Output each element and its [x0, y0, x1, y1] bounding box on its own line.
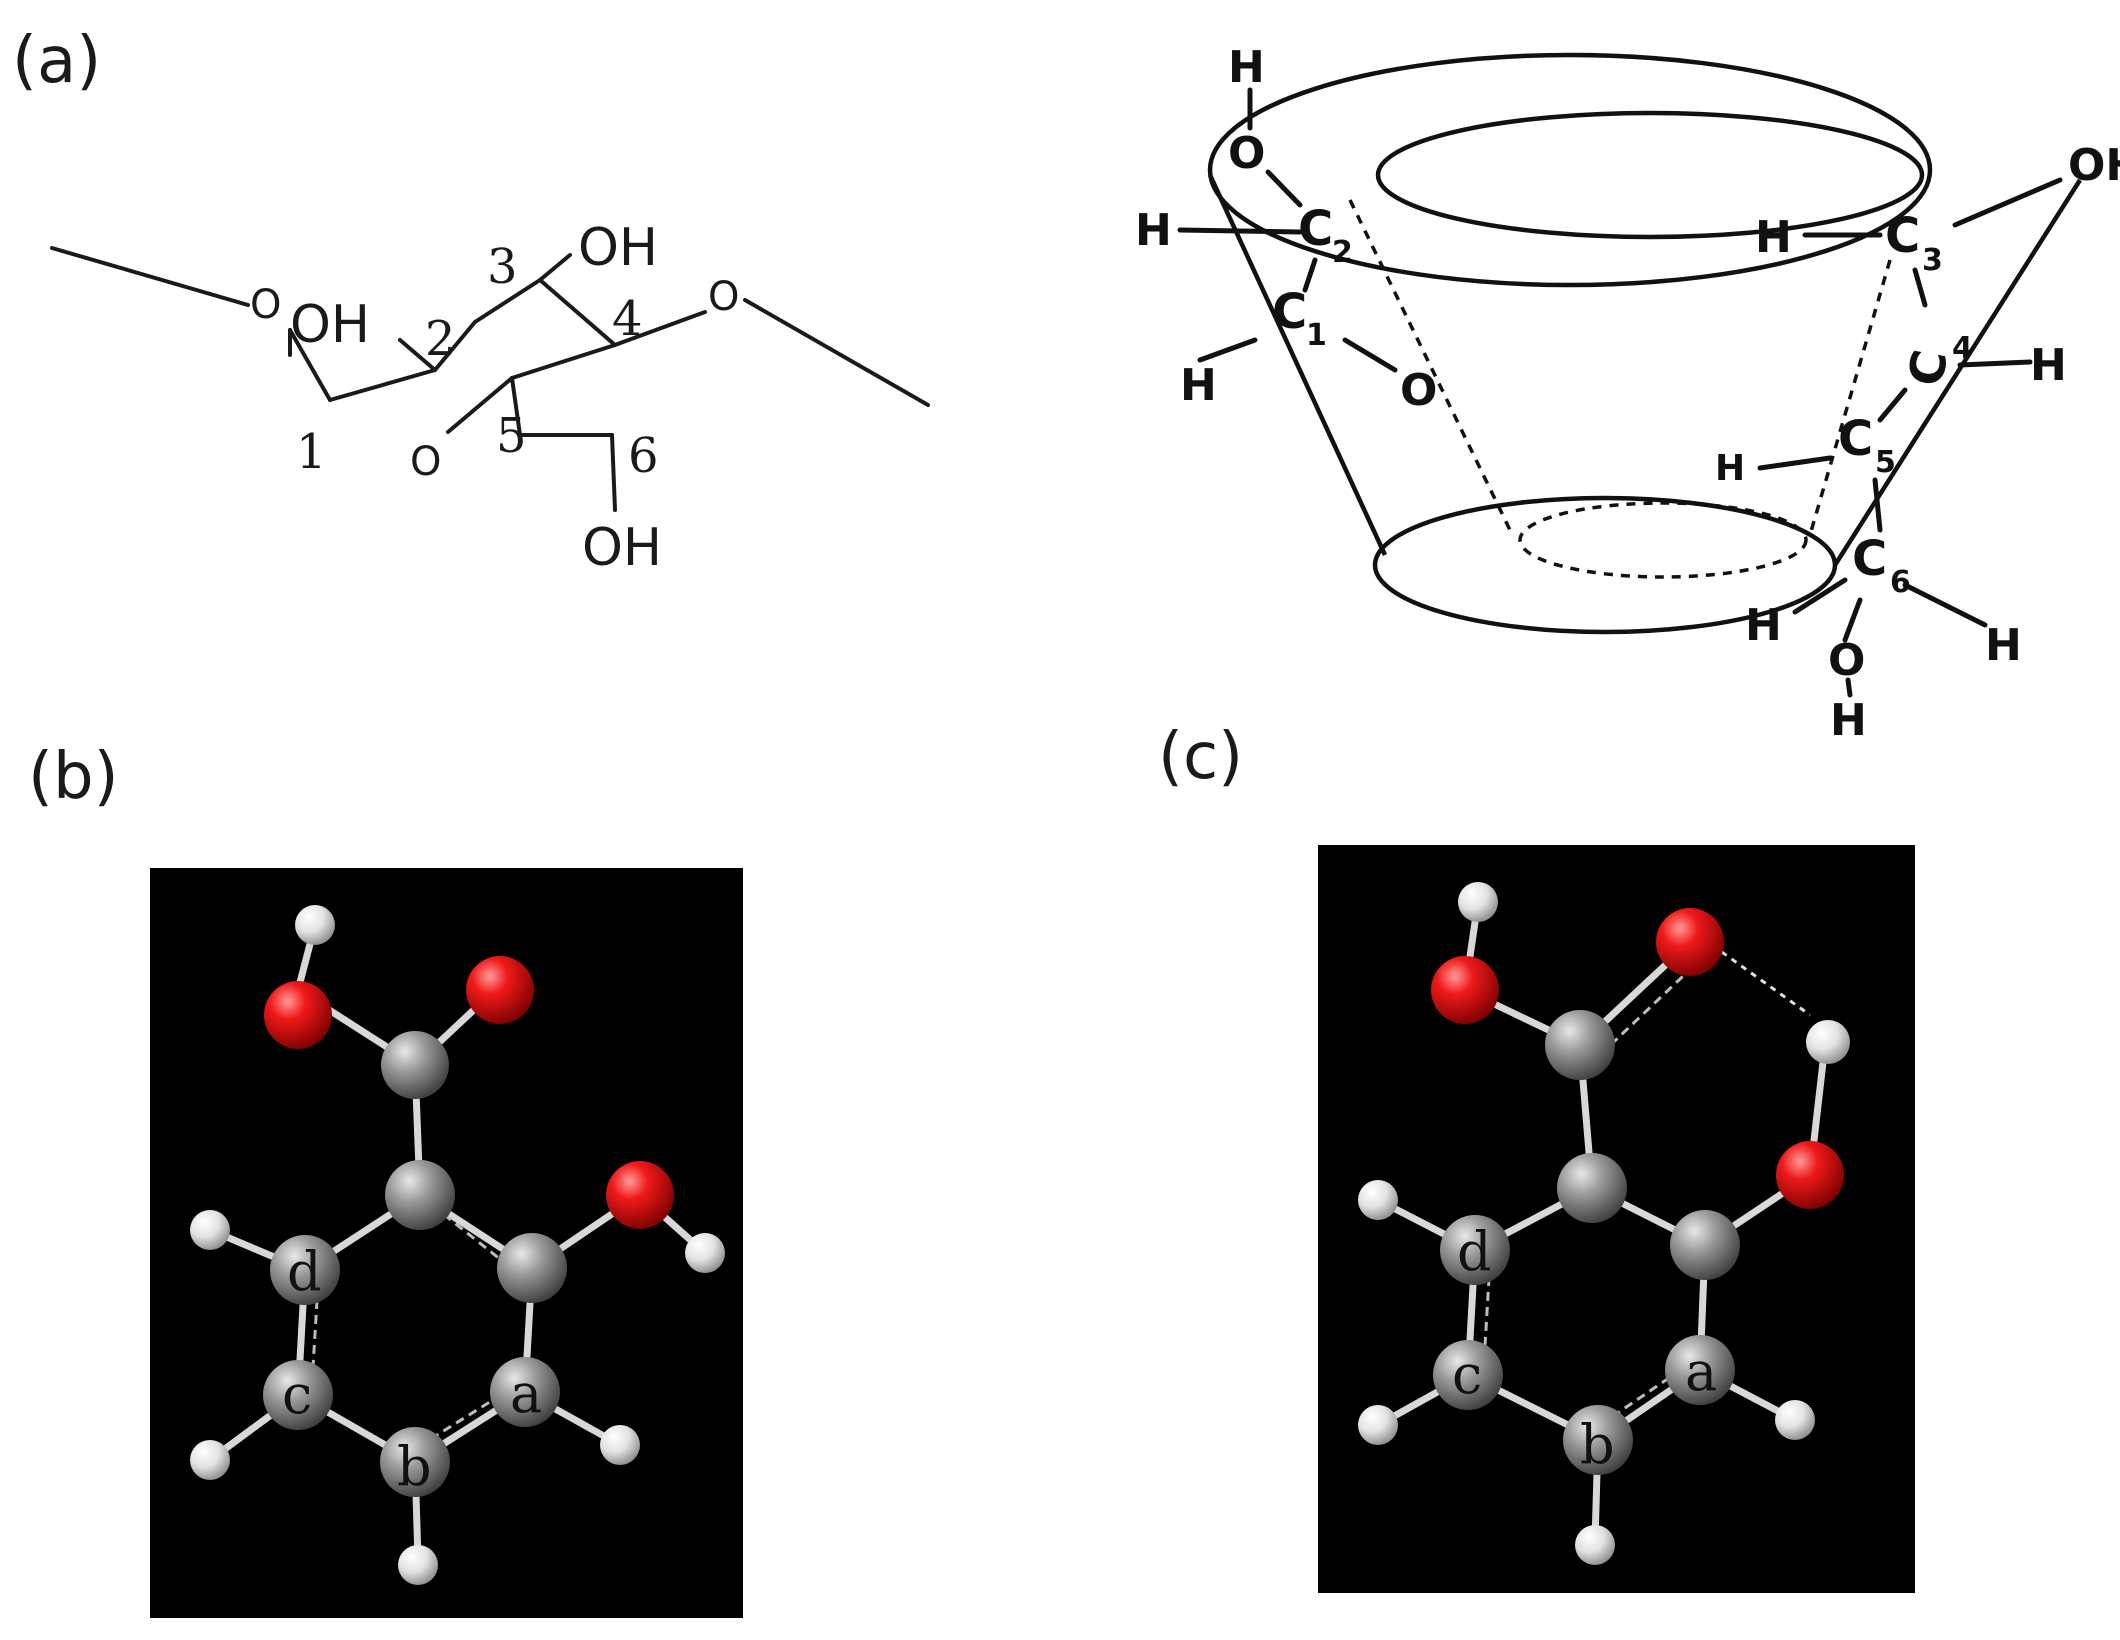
cone-h-top: H — [1228, 42, 1265, 93]
model-c-oxygen-carbonyl — [1656, 908, 1724, 976]
cone-c6-subscript: 6 — [1890, 565, 1911, 600]
model-b-hydrogen-d — [190, 1210, 230, 1250]
model-b-carbon-ring-1 — [385, 1160, 455, 1230]
glucose-oh-left: OH — [290, 295, 370, 355]
model-c-carbon-d — [1440, 1215, 1510, 1285]
model-b-hydrogen-a — [600, 1425, 640, 1465]
model-c-hydrogen-c — [1358, 1405, 1398, 1445]
cyclodextrin-cone — [1207, 52, 2082, 635]
model-c-carbon-c — [1433, 1340, 1503, 1410]
cone-c4: C — [1898, 346, 1959, 390]
carbon-number-1: 1 — [296, 424, 327, 480]
glucose-unit-structure — [50, 246, 930, 512]
model-b-carbon-ring-2 — [497, 1233, 567, 1303]
model-b-carbon-d — [270, 1235, 340, 1305]
glucose-o-right: O — [708, 274, 739, 320]
cone-oh-top-right: OH — [2068, 140, 2120, 191]
model-c-oxygen-phenol — [1776, 1141, 1844, 1209]
cone-c1-subscript: 1 — [1306, 318, 1327, 353]
cone-h-bottom: H — [1830, 695, 1867, 746]
model-c-label-a: a — [1685, 1340, 1717, 1403]
cone-c1: C — [1272, 284, 1307, 340]
cone-c2: C — [1298, 201, 1333, 257]
cone-c5-subscript: 5 — [1875, 445, 1896, 480]
model-c-hydrogen-hydroxyl — [1458, 882, 1498, 922]
model-b-hydrogen-b — [398, 1545, 438, 1585]
model-b-label-c: c — [282, 1363, 312, 1426]
carbon-number-6: 6 — [628, 428, 659, 484]
cone-c3: C — [1885, 208, 1920, 264]
model-b-carbon-a — [490, 1357, 560, 1427]
cone-ring-o: O — [1400, 365, 1437, 416]
model-b-hydrogen-c — [190, 1440, 230, 1480]
cone-h-c5: H — [1715, 448, 1745, 489]
model-b-label-b: b — [397, 1435, 432, 1498]
model-c-hydrogen-a — [1775, 1400, 1815, 1440]
cone-h-c6-left: H — [1745, 600, 1782, 651]
cone-h-c2: H — [1135, 205, 1172, 256]
cone-o-upper: O — [1228, 128, 1265, 179]
model-c-hydrogen-d — [1358, 1180, 1398, 1220]
glucose-o-left: O — [250, 282, 281, 328]
cone-bonds — [1177, 87, 2063, 698]
model-b-hydrogen-hydroxyl — [295, 905, 335, 945]
model-c-carbon-a — [1665, 1335, 1735, 1405]
model-c-carbon-b — [1563, 1405, 1633, 1475]
cone-h-c3: H — [1755, 212, 1792, 263]
cone-h-c6-right: H — [1985, 620, 2022, 671]
model-c-label-c: c — [1452, 1343, 1482, 1406]
cone-h-c4: H — [2030, 340, 2067, 391]
glucose-ring-o: O — [410, 439, 441, 485]
model-b-label-a: a — [510, 1362, 542, 1425]
model-c-hydrogen-hbond — [1806, 1020, 1850, 1064]
glucose-oh-top: OH — [578, 218, 658, 278]
glucose-oh-bottom: OH — [582, 518, 662, 578]
model-c-carbon-ring-2 — [1670, 1210, 1740, 1280]
carbon-number-2: 2 — [425, 311, 456, 367]
model-c-carbon-ring-1 — [1557, 1153, 1627, 1223]
cone-c5: C — [1838, 411, 1873, 467]
model-c-hydrogen-b — [1575, 1525, 1615, 1565]
model-b-carbon-carboxyl — [381, 1031, 449, 1099]
cone-o-bottom: O — [1828, 635, 1865, 686]
cone-c4-subscript: 4 — [1952, 331, 1973, 366]
model-b-hydrogen-phenol — [685, 1233, 725, 1273]
cone-c3-subscript: 3 — [1922, 243, 1943, 278]
model-c-carbon-carboxyl — [1545, 1010, 1615, 1080]
carbon-number-5: 5 — [496, 408, 527, 464]
model-b-label-d: d — [287, 1240, 322, 1303]
cone-c2-subscript: 2 — [1332, 235, 1353, 270]
panel-c-label: (c) — [1158, 720, 1243, 794]
cone-c6: C — [1852, 531, 1887, 587]
model-c-label-b: b — [1580, 1413, 1615, 1476]
carbon-number-4: 4 — [612, 291, 643, 347]
model-b-carbon-b — [380, 1427, 450, 1497]
cone-h-c1: H — [1180, 360, 1217, 411]
panel-b-label: (b) — [28, 740, 119, 814]
carbon-number-3: 3 — [487, 239, 518, 295]
model-c-oxygen-hydroxyl — [1431, 956, 1499, 1024]
model-b-oxygen-phenol — [606, 1161, 674, 1229]
model-b-carbon-c — [263, 1360, 333, 1430]
model-b-oxygen-carbonyl — [466, 956, 534, 1024]
model-c-label-d: d — [1457, 1220, 1492, 1283]
model-b-oxygen-hydroxyl — [264, 981, 332, 1049]
panel-a-label: (a) — [12, 24, 101, 98]
